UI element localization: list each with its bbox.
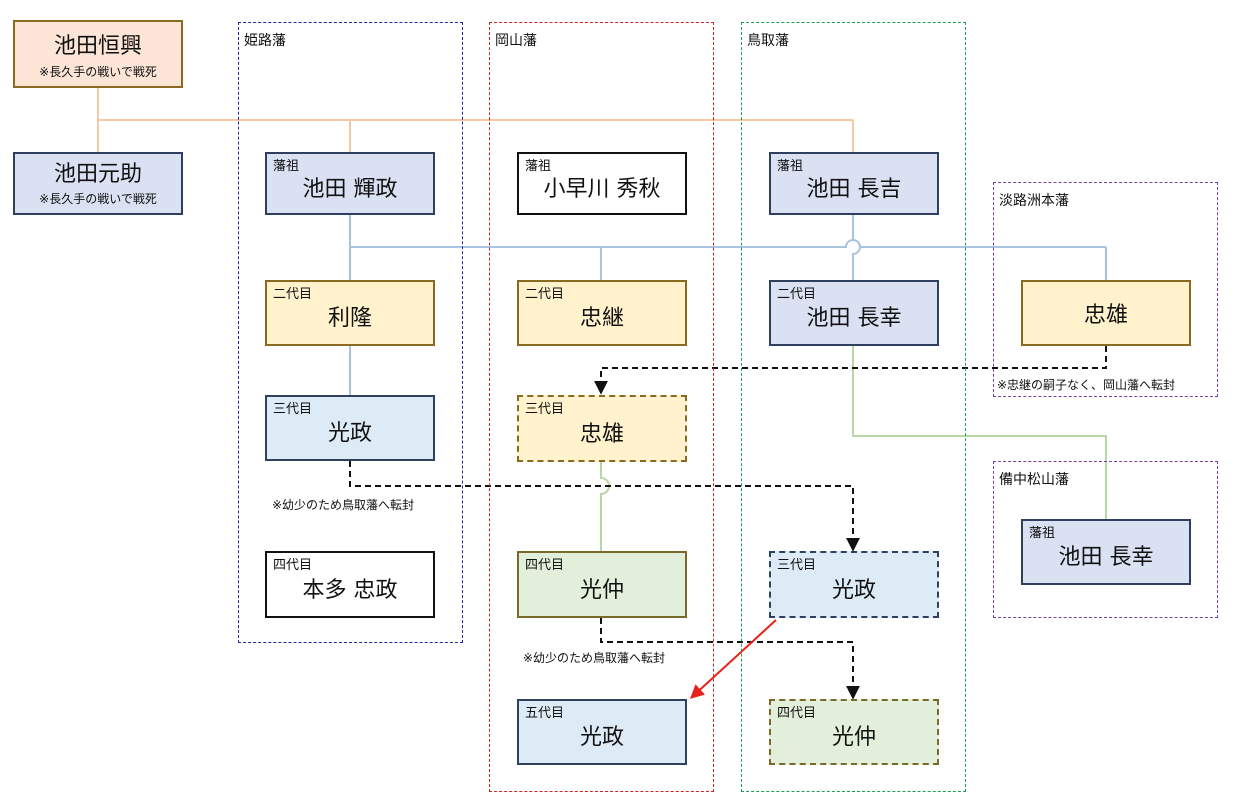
node-tadakatsu-awaji: 忠雄 <box>1021 280 1191 346</box>
node-mitsunaka-tottori: 四代目 光仲 <box>769 699 939 765</box>
himeji-domain-label: 姫路藩 <box>244 33 286 49</box>
tottori-domain-group: 鳥取藩 <box>741 22 966 792</box>
bitchu-matsuyama-domain-group: 備中松山藩 <box>993 461 1218 618</box>
node-name: 池田 長幸 <box>806 306 902 331</box>
bitchu-domain-label: 備中松山藩 <box>999 472 1069 488</box>
node-name: 小早川 秀秋 <box>543 176 661 202</box>
node-ikeda-nagayoshi: 藩祖 池田 長吉 <box>769 152 939 215</box>
note-mitsumasa-transfer: ※幼少のため鳥取藩へ転封 <box>272 498 415 512</box>
node-honda-tadamasa: 四代目 本多 忠政 <box>265 551 435 618</box>
node-name: 池田 長吉 <box>806 176 902 202</box>
node-ikeda-tsuneoki: 池田恒興 ※長久手の戦いで戦死 <box>13 20 183 88</box>
node-generation: 四代目 <box>525 558 565 573</box>
node-mitsunaka-okayama: 四代目 光仲 <box>517 551 687 618</box>
node-name: 本多 忠政 <box>302 577 398 603</box>
node-generation: 藩祖 <box>273 159 300 174</box>
node-ikeda-nagayuki-tottori: 二代目 池田 長幸 <box>769 280 939 346</box>
node-name: 忠継 <box>579 306 624 331</box>
node-name: 忠雄 <box>579 421 624 447</box>
node-generation: 二代目 <box>525 287 565 302</box>
node-tadatsugu: 二代目 忠継 <box>517 280 687 346</box>
node-mitsumasa-himeji: 三代目 光政 <box>265 395 435 461</box>
okayama-domain-group: 岡山藩 <box>489 22 714 792</box>
node-note: ※長久手の戦いで戦死 <box>39 192 157 206</box>
note-tadakatsu-transfer: ※忠継の嗣子なく、岡山藩へ転封 <box>997 378 1176 392</box>
node-name: 光政 <box>327 421 372 446</box>
node-ikeda-motosuke: 池田元助 ※長久手の戦いで戦死 <box>13 152 183 215</box>
nagayoshi-nagayuki-connector <box>852 215 861 280</box>
node-generation: 藩祖 <box>777 159 804 174</box>
node-name: 池田 長幸 <box>1058 545 1154 570</box>
node-generation: 五代目 <box>525 706 565 721</box>
node-note: ※長久手の戦いで戦死 <box>39 65 157 79</box>
note-mitsunaka-transfer: ※幼少のため鳥取藩へ転封 <box>523 651 666 665</box>
node-tadakatsu-okayama: 三代目 忠雄 <box>517 395 687 462</box>
okayama-domain-label: 岡山藩 <box>495 33 537 49</box>
node-generation: 二代目 <box>273 287 313 302</box>
node-name: 池田元助 <box>53 162 142 187</box>
node-name: 忠雄 <box>1083 303 1128 328</box>
node-ikeda-terumasa: 藩祖 池田 輝政 <box>265 152 435 215</box>
node-generation: 三代目 <box>525 402 565 417</box>
node-generation: 四代目 <box>273 558 313 573</box>
node-mitsumasa-okayama: 五代目 光政 <box>517 699 687 765</box>
node-name: 光仲 <box>579 577 624 603</box>
node-toshitaka: 二代目 利隆 <box>265 280 435 346</box>
tsuneoki-children-connector <box>97 88 854 152</box>
red-transfer-arrow <box>689 619 777 699</box>
node-name: 池田 輝政 <box>302 176 398 202</box>
tottori-domain-label: 鳥取藩 <box>747 33 789 49</box>
transfer-arrows <box>349 346 1107 700</box>
node-generation: 藩祖 <box>1029 526 1056 541</box>
node-generation: 藩祖 <box>525 159 552 174</box>
node-generation: 三代目 <box>273 402 313 417</box>
node-generation: 三代目 <box>777 558 817 573</box>
node-name: 利隆 <box>327 306 372 331</box>
nagayuki-bitchu-connector <box>852 346 1107 519</box>
awaji-domain-label: 淡路洲本藩 <box>999 193 1069 209</box>
node-ikeda-nagayuki-bitchu: 藩祖 池田 長幸 <box>1021 519 1191 585</box>
node-name: 光政 <box>579 725 624 750</box>
himeji-domain-group: 姫路藩 <box>238 22 463 643</box>
node-mitsumasa-tottori: 三代目 光政 <box>769 551 939 618</box>
node-generation: 四代目 <box>777 706 817 721</box>
node-generation: 二代目 <box>777 287 817 302</box>
node-name: 池田恒興 <box>53 34 142 59</box>
node-name: 光政 <box>831 577 876 603</box>
awaji-sumoto-domain-group: 淡路洲本藩 <box>993 182 1218 397</box>
node-kobayakawa-hideaki: 藩祖 小早川 秀秋 <box>517 152 687 215</box>
node-name: 光仲 <box>831 725 876 750</box>
